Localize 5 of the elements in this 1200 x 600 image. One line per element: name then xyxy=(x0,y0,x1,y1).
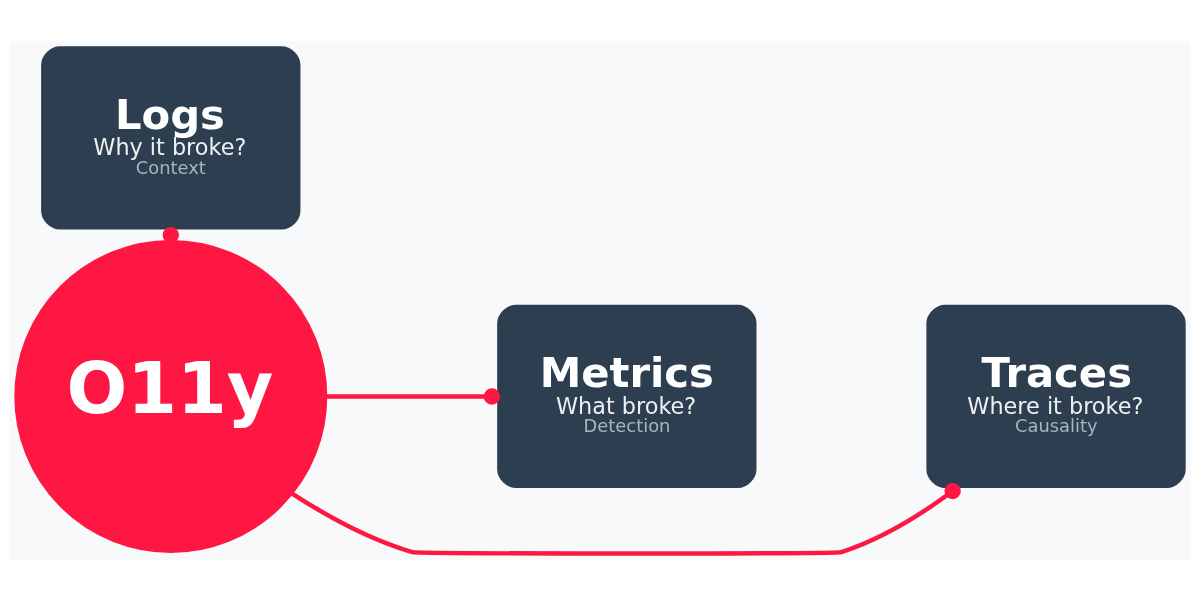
node-box: Metrics What broke? Detection xyxy=(497,304,757,488)
node-box: Traces Where it broke? Causality xyxy=(926,304,1186,488)
node-box: Logs Why it broke? Context xyxy=(41,45,301,230)
connector xyxy=(291,482,961,556)
connector xyxy=(326,387,501,405)
